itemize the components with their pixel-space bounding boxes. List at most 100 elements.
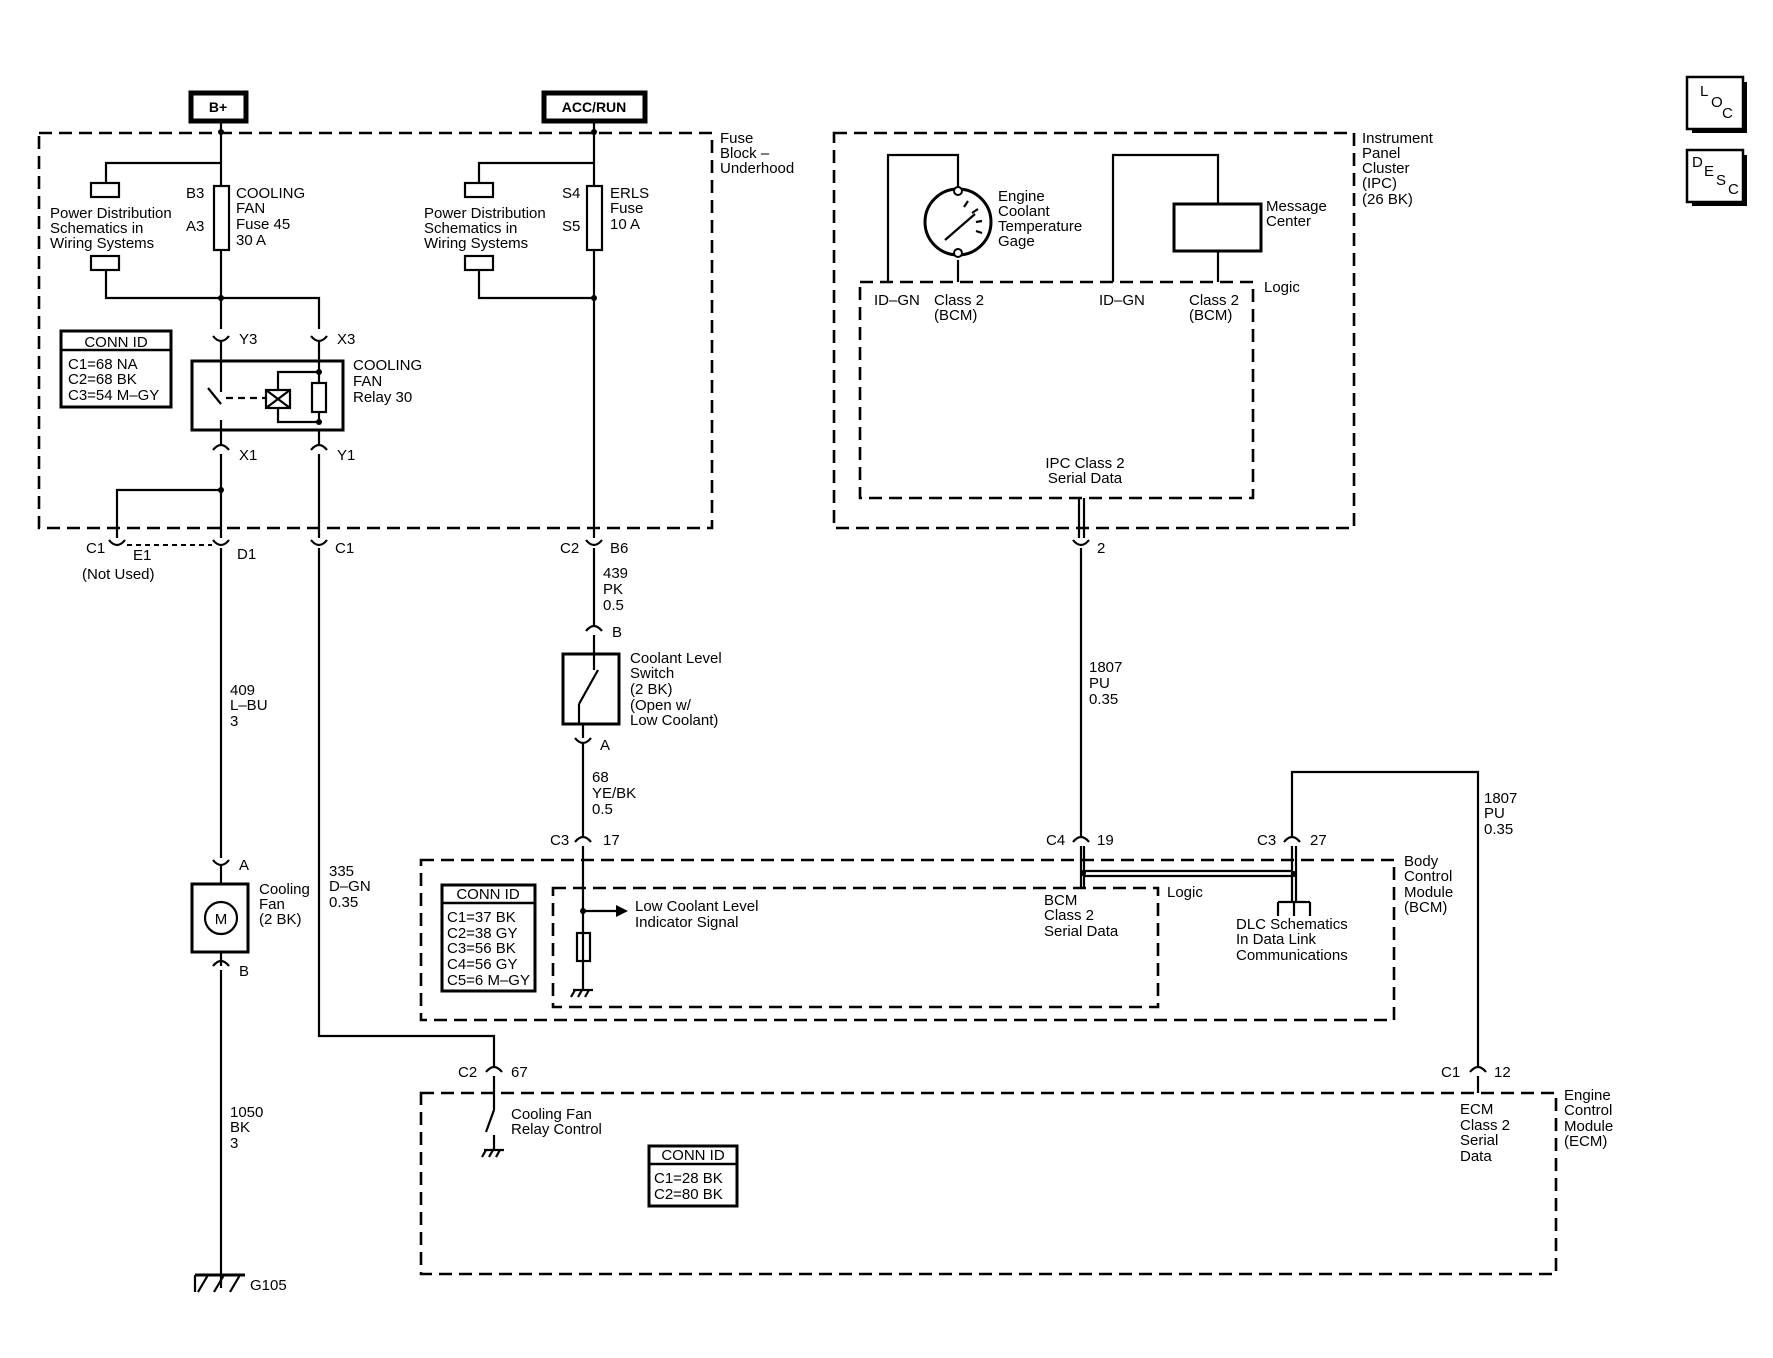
desc-button[interactable]: D E S C — [1685, 148, 1747, 206]
svg-text:X3: X3 — [337, 331, 355, 348]
svg-text:Engine: Engine — [1564, 1087, 1611, 1104]
svg-text:Wiring Systems: Wiring Systems — [50, 235, 154, 252]
svg-text:409: 409 — [230, 682, 255, 699]
svg-text:ERLS: ERLS — [610, 185, 649, 202]
svg-text:PK: PK — [603, 581, 623, 598]
svg-text:A3: A3 — [186, 218, 204, 235]
accrun-source: ACC/RUN — [541, 90, 648, 124]
svg-text:335: 335 — [329, 863, 354, 880]
wire-409-label: 409 L–BU 3 — [230, 682, 268, 730]
svg-text:30 A: 30 A — [236, 232, 266, 249]
cooling-fan-motor-icon: M — [190, 859, 250, 1288]
svg-text:(ECM): (ECM) — [1564, 1133, 1607, 1150]
ecm-outline — [419, 1091, 1558, 1276]
svg-text:CONN ID: CONN ID — [456, 886, 520, 903]
svg-text:(BCM): (BCM) — [1189, 307, 1232, 324]
svg-text:(IPC): (IPC) — [1362, 175, 1397, 192]
message-center-icon — [1111, 153, 1263, 282]
erls-fuse-text: S4 S5 ERLS Fuse 10 A — [562, 185, 649, 235]
svg-text:3: 3 — [230, 713, 238, 730]
bplus-source: B+ — [188, 90, 249, 124]
wire-68-label: 68 YE/BK 0.5 — [592, 769, 636, 818]
svg-text:CONN ID: CONN ID — [661, 1147, 725, 1164]
wire-1807-ecm-label: 1807 PU 0.35 — [1484, 790, 1517, 838]
cooling-fan-relay-icon — [190, 335, 345, 451]
svg-text:Engine: Engine — [998, 188, 1045, 205]
svg-text:D1: D1 — [237, 546, 256, 563]
ground-icon: G105 — [193, 1273, 287, 1294]
svg-text:B6: B6 — [610, 540, 628, 557]
svg-text:(BCM): (BCM) — [934, 307, 977, 324]
wire-1807-ipc-label: 1807 PU 0.35 — [1089, 659, 1122, 708]
coolant-temperature-gauge-icon — [886, 153, 993, 282]
svg-text:1807: 1807 — [1089, 659, 1122, 676]
fuse-block-outline — [37, 131, 714, 530]
svg-text:Indicator Signal: Indicator Signal — [635, 914, 738, 931]
svg-text:COOLING: COOLING — [236, 185, 305, 202]
bcm-logic-label: Logic — [1167, 884, 1203, 901]
svg-text:19: 19 — [1097, 832, 1114, 849]
svg-text:Message: Message — [1266, 198, 1327, 215]
svg-text:L–BU: L–BU — [230, 697, 268, 714]
svg-text:C3=56 BK: C3=56 BK — [447, 940, 516, 957]
svg-text:C2: C2 — [458, 1064, 477, 1081]
svg-text:Cooling: Cooling — [259, 881, 310, 898]
wire-1050-label: 1050 BK 3 — [230, 1104, 263, 1152]
ecm-conn-id: CONN ID C1=28 BK C2=80 BK — [647, 1144, 739, 1208]
svg-text:(BCM): (BCM) — [1404, 899, 1447, 916]
svg-text:0.35: 0.35 — [329, 894, 358, 911]
svg-text:E1: E1 — [133, 547, 151, 564]
cooling-fan-text: A B Cooling Fan (2 BK) — [239, 857, 310, 980]
svg-text:Data: Data — [1460, 1148, 1492, 1165]
svg-text:Power Distribution: Power Distribution — [424, 205, 546, 222]
svg-text:FAN: FAN — [353, 373, 382, 390]
message-center-text: Message Center — [1266, 198, 1327, 230]
svg-text:10 A: 10 A — [610, 216, 640, 233]
svg-text:PU: PU — [1089, 675, 1110, 692]
svg-text:D–GN: D–GN — [329, 878, 371, 895]
svg-text:C4: C4 — [1046, 832, 1065, 849]
bcm-label: Body Control Module (BCM) — [1404, 853, 1453, 916]
svg-text:Center: Center — [1266, 213, 1311, 230]
svg-text:3: 3 — [230, 1135, 238, 1152]
svg-text:E: E — [1704, 163, 1714, 180]
svg-text:67: 67 — [511, 1064, 528, 1081]
svg-text:Fan: Fan — [259, 896, 285, 913]
ipc-inner-text: ID–GN Class 2 (BCM) ID–GN Class 2 (BCM) … — [874, 292, 1239, 487]
svg-text:DLC Schematics: DLC Schematics — [1236, 916, 1348, 933]
svg-text:ECM: ECM — [1460, 1101, 1493, 1118]
coolant-level-switch-text: B A Coolant Level Switch (2 BK) (Open w/… — [600, 624, 722, 754]
svg-text:Gage: Gage — [998, 233, 1035, 250]
svg-text:12: 12 — [1494, 1064, 1511, 1081]
bcm-outline — [419, 858, 1396, 1022]
svg-text:Switch: Switch — [630, 665, 674, 682]
svg-text:ACC/RUN: ACC/RUN — [562, 99, 627, 115]
svg-text:Temperature: Temperature — [998, 218, 1082, 235]
svg-text:C2: C2 — [560, 540, 579, 557]
svg-text:C: C — [1728, 181, 1739, 198]
svg-text:Fuse 45: Fuse 45 — [236, 216, 290, 233]
svg-text:D: D — [1692, 154, 1703, 171]
ecm-label: Engine Control Module (ECM) — [1564, 1087, 1613, 1150]
svg-text:Communications: Communications — [1236, 947, 1348, 964]
svg-text:Control: Control — [1404, 868, 1452, 885]
svg-text:439: 439 — [603, 565, 628, 582]
svg-text:C2=80 BK: C2=80 BK — [654, 1186, 723, 1203]
wire-335-label: 335 D–GN 0.35 — [329, 863, 371, 911]
svg-text:(Not Used): (Not Used) — [82, 566, 155, 583]
svg-text:(2 BK): (2 BK) — [259, 911, 302, 928]
svg-text:C1: C1 — [86, 540, 105, 557]
svg-text:ID–GN: ID–GN — [1099, 292, 1145, 309]
svg-text:Y1: Y1 — [337, 447, 355, 464]
svg-text:Fuse: Fuse — [720, 130, 753, 147]
svg-text:Block –: Block – — [720, 145, 770, 162]
loc-button[interactable]: L O C — [1685, 75, 1747, 133]
svg-text:Panel: Panel — [1362, 145, 1400, 162]
ipc-logic-label: Logic — [1264, 279, 1300, 296]
svg-text:O: O — [1711, 94, 1723, 111]
svg-text:Module: Module — [1564, 1118, 1613, 1135]
svg-text:S: S — [1716, 172, 1726, 189]
svg-text:C2=38 GY: C2=38 GY — [447, 925, 517, 942]
svg-text:Serial: Serial — [1460, 1132, 1498, 1149]
